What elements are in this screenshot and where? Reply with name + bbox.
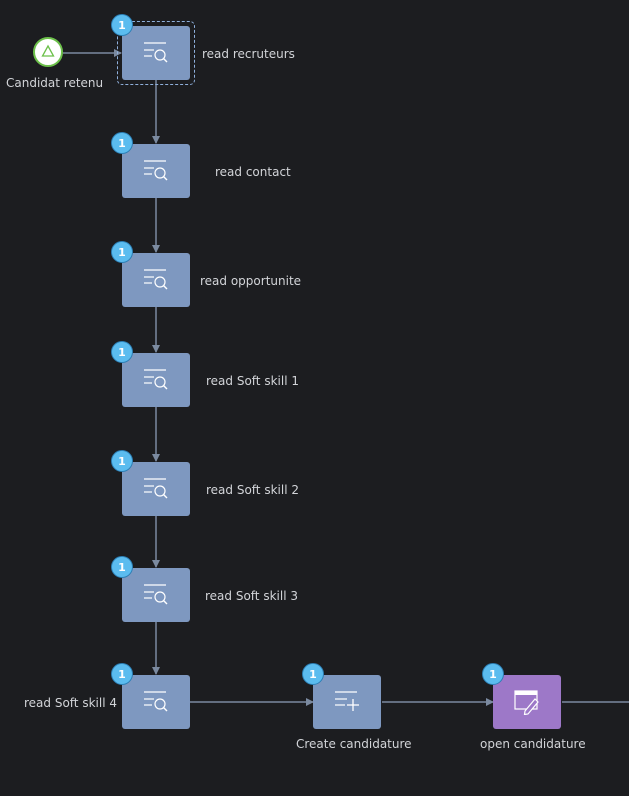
task-read-soft-skill-2[interactable] (122, 462, 190, 516)
read-data-icon (144, 478, 168, 499)
read-data-icon (144, 584, 168, 605)
task-open-candidature[interactable] (493, 675, 561, 729)
task-label: read Soft skill 2 (206, 483, 299, 497)
start-triangle-icon (41, 44, 55, 57)
task-label: read Soft skill 3 (205, 589, 298, 603)
task-read-soft-skill-1[interactable] (122, 353, 190, 407)
task-count-badge: 1 (111, 450, 133, 472)
task-read-opportunite[interactable] (122, 253, 190, 307)
task-label: read opportunite (200, 274, 302, 288)
task-count-badge: 1 (111, 241, 133, 263)
task-read-recruteurs[interactable] (117, 21, 195, 85)
task-count-badge: 1 (111, 132, 133, 154)
task-read-soft-skill-3[interactable] (122, 568, 190, 622)
task-label: read recruteurs (202, 47, 295, 61)
task-label: read Soft skill 4 (24, 696, 117, 710)
read-data-icon (144, 369, 168, 390)
start-event[interactable] (33, 37, 63, 67)
task-create-candidature[interactable] (313, 675, 381, 729)
task-read-soft-skill-4[interactable] (122, 675, 190, 729)
add-data-icon (335, 691, 359, 711)
read-data-icon (144, 42, 168, 63)
read-data-icon (144, 691, 168, 712)
task-read-contact[interactable] (122, 144, 190, 198)
read-data-icon (144, 269, 168, 290)
task-label: read Soft skill 1 (206, 374, 299, 388)
task-count-badge: 1 (111, 14, 133, 36)
task-count-badge: 1 (111, 663, 133, 685)
task-label: read contact (215, 165, 291, 179)
read-data-icon (144, 160, 168, 181)
task-count-badge: 1 (302, 663, 324, 685)
task-count-badge: 1 (111, 341, 133, 363)
task-label: open candidature (480, 737, 586, 751)
task-count-badge: 1 (482, 663, 504, 685)
task-count-badge: 1 (111, 556, 133, 578)
open-page-edit-icon (514, 690, 539, 715)
start-event-label: Candidat retenu (6, 76, 104, 90)
task-label: Create candidature (296, 737, 412, 751)
